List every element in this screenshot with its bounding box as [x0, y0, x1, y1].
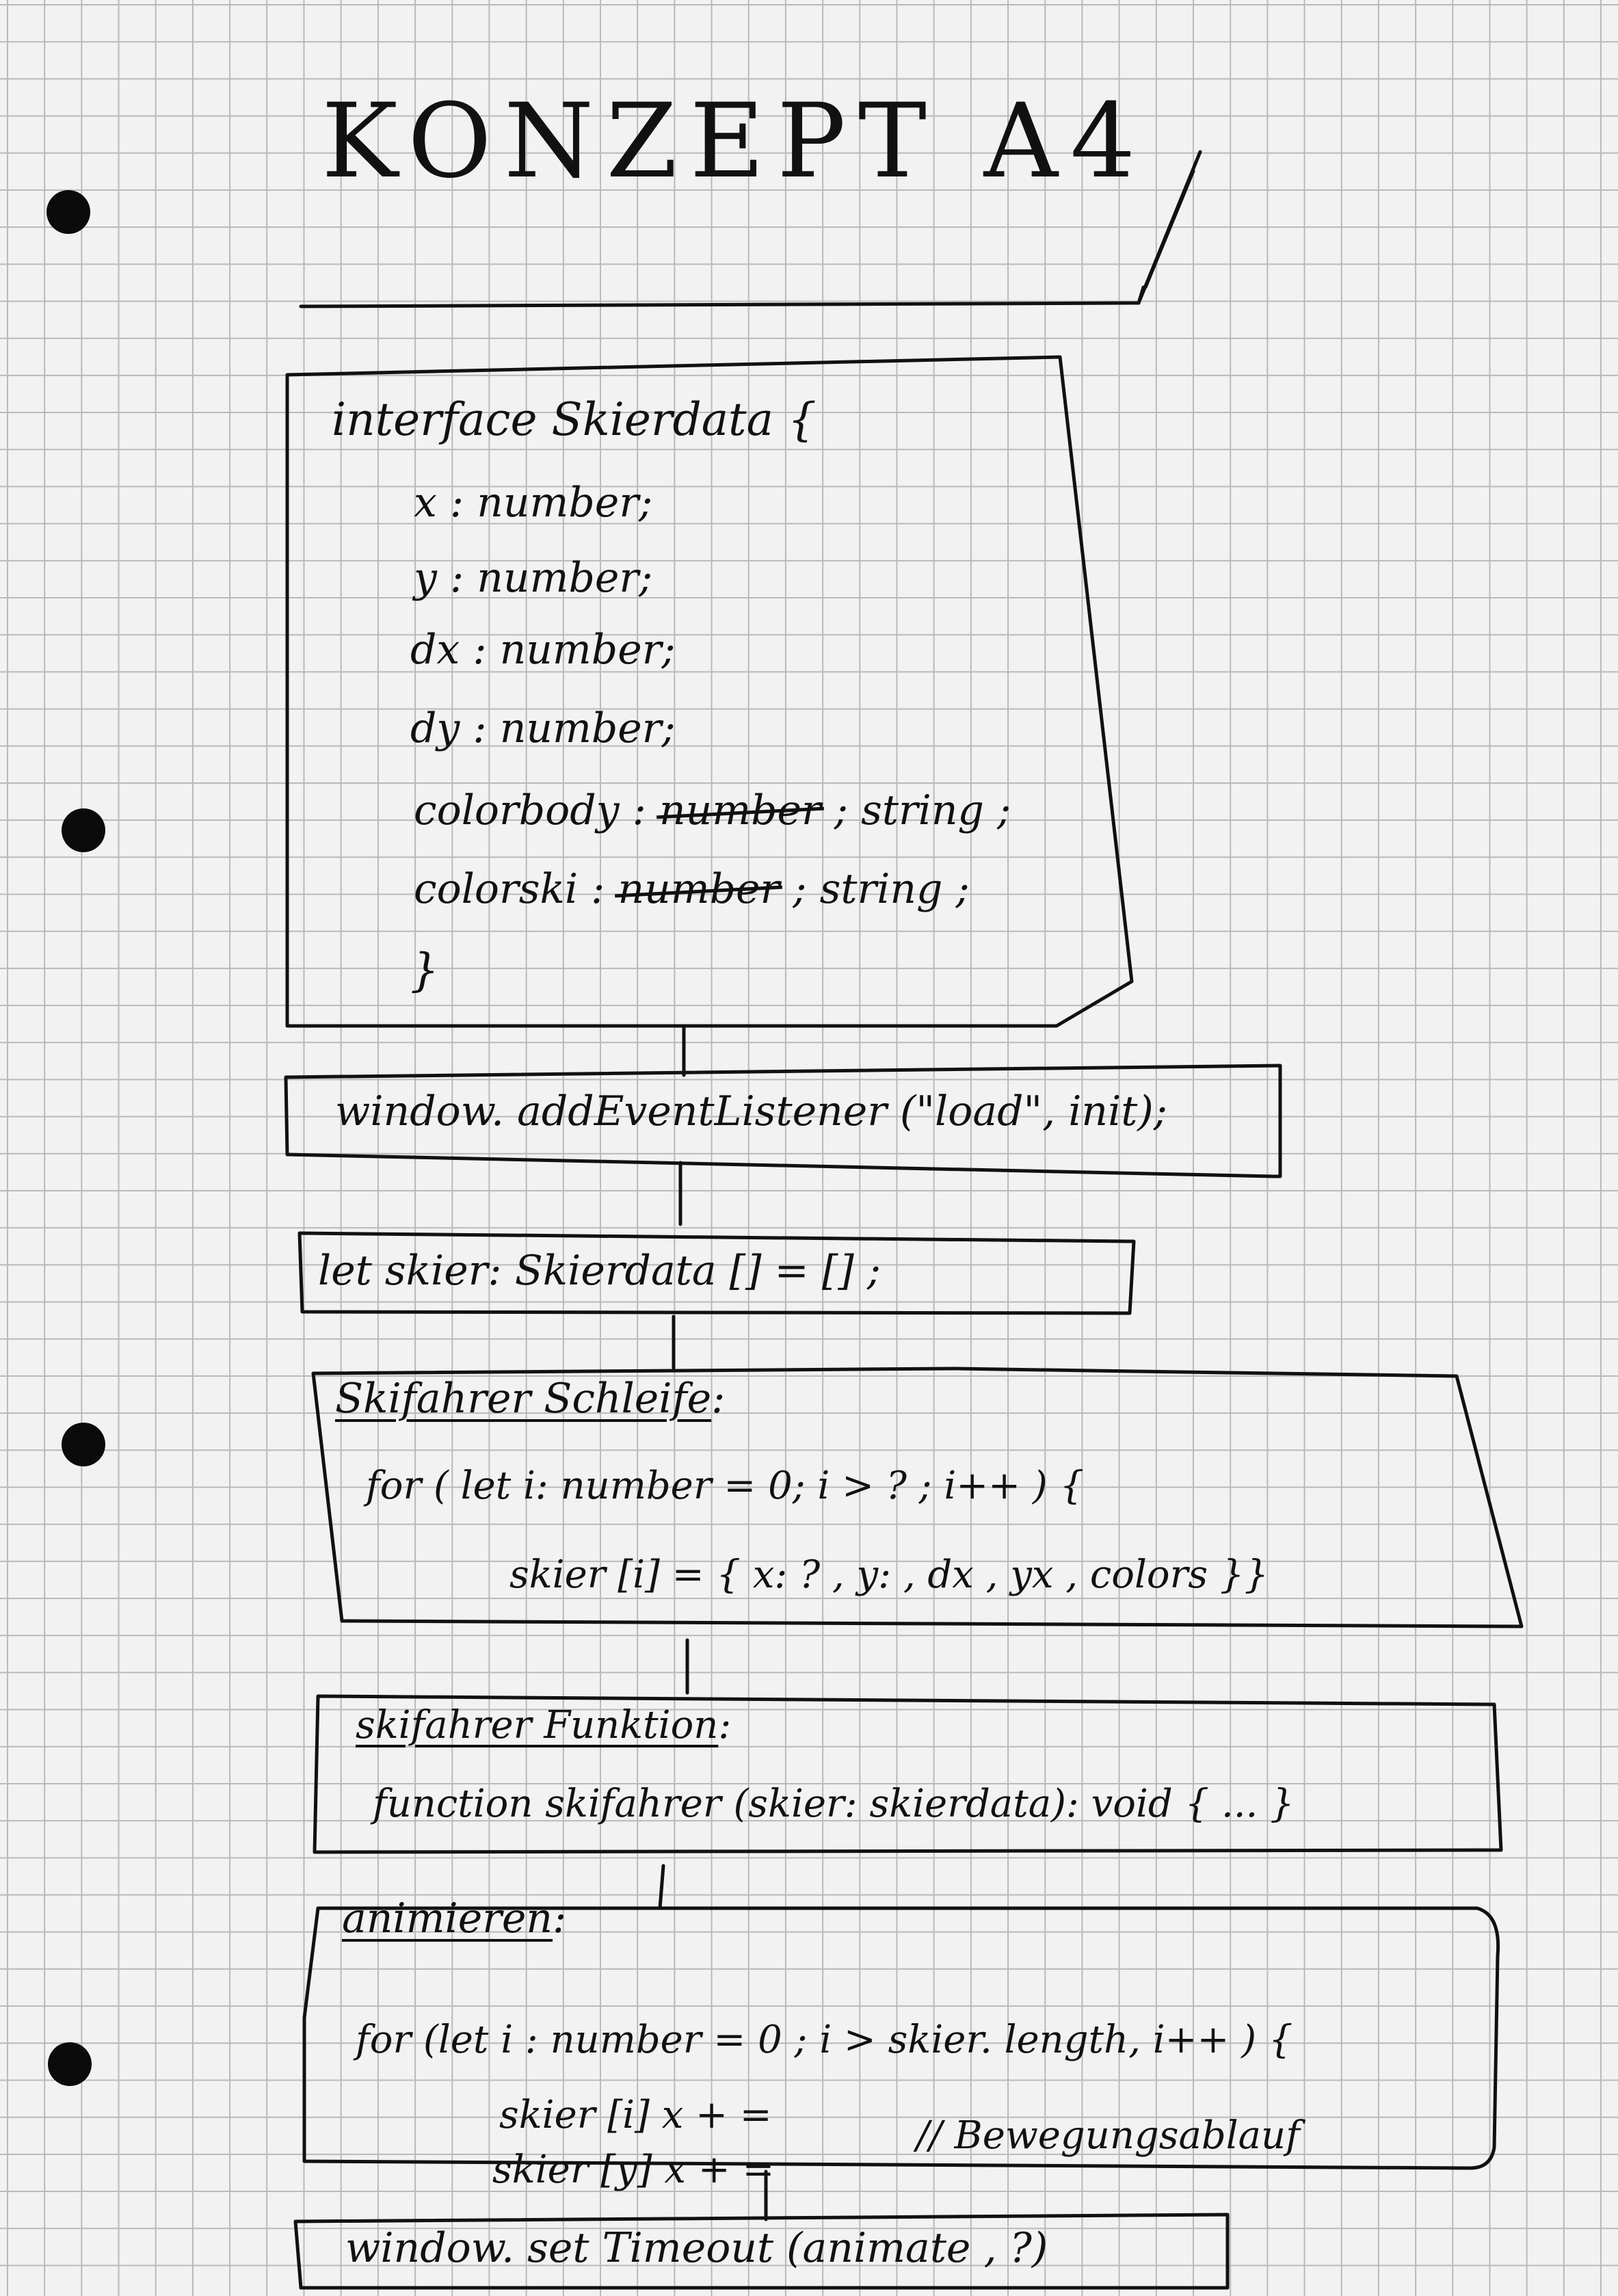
let-box — [297, 1231, 1136, 1315]
binder-hole-4 — [48, 2042, 92, 2086]
interface-close: } — [410, 944, 439, 997]
loop-heading-text: Skifahrer Schleife — [335, 1375, 712, 1423]
animate-heading-colon: : — [553, 1895, 567, 1942]
function-box — [313, 1694, 1503, 1854]
interface-field-dx: dx : number; — [410, 626, 676, 674]
loop-heading-colon: : — [711, 1375, 726, 1423]
struck-type: number — [659, 787, 821, 834]
loop-box — [311, 1367, 1524, 1628]
timeout-box — [293, 2213, 1230, 2290]
field-sep: : — [473, 626, 487, 674]
function-heading-colon: : — [718, 1703, 732, 1747]
field-name: x — [414, 479, 437, 527]
animate-comment: // Bewegungsablauf — [916, 2113, 1300, 2158]
connector-5 — [658, 1864, 665, 1910]
field-sep: : — [449, 554, 464, 602]
loop-heading: Skifahrer Schleife: — [335, 1375, 725, 1423]
function-heading: skifahrer Funktion: — [356, 1703, 731, 1747]
animate-heading: animieren: — [342, 1895, 566, 1942]
field-name: dx — [410, 626, 460, 674]
field-name: colorbody — [414, 787, 620, 834]
binder-hole-2 — [62, 808, 105, 852]
field-sep: : — [591, 865, 605, 913]
field-type: number; — [499, 626, 676, 674]
timeout-text: window. set Timeout (animate , ?) — [345, 2224, 1048, 2272]
animate-line-2: skier [i] x + = — [499, 2093, 772, 2137]
field-name: colorski — [414, 865, 579, 913]
function-heading-text: skifahrer Funktion — [356, 1703, 719, 1747]
interface-field-x: x : number; — [414, 479, 652, 527]
page-title: KONZEPT A4 — [321, 82, 1148, 201]
loop-line-2: skier [i] = { x: ? , y: , dx , yx , colo… — [509, 1553, 1269, 1597]
field-name: y — [414, 554, 437, 602]
field-sep: : — [449, 479, 464, 527]
animate-heading-text: animieren — [342, 1895, 553, 1942]
field-suffix: ; string ; — [834, 787, 1011, 834]
load-listener-text: window. addEventListener ("load", init); — [335, 1087, 1167, 1135]
field-sep: : — [632, 787, 646, 834]
animate-line-3: skier [y] x + = — [492, 2148, 775, 2192]
field-name: dy — [410, 704, 460, 752]
title-underline-shadow — [1137, 169, 1195, 305]
function-line-1: function skifahrer (skier: skierdata): v… — [373, 1782, 1295, 1826]
field-type: number; — [499, 704, 676, 752]
interface-field-colorbody: colorbody : number ; string ; — [414, 787, 1011, 834]
interface-box — [285, 355, 1134, 1028]
let-skier-text: let skier: Skierdata [] = [] ; — [318, 1247, 881, 1295]
field-sep: : — [473, 704, 487, 752]
interface-field-y: y : number; — [414, 554, 652, 602]
load-box — [284, 1064, 1282, 1178]
interface-header: interface Skierdata { — [332, 393, 817, 446]
field-suffix: ; string ; — [793, 865, 970, 913]
loop-line-1: for ( let i: number = 0; i > ? ; i++ ) { — [366, 1464, 1085, 1508]
field-type: number; — [477, 479, 653, 527]
binder-hole-1 — [47, 190, 90, 234]
field-type: number; — [477, 554, 653, 602]
animate-box — [302, 1906, 1500, 2170]
binder-hole-3 — [62, 1423, 105, 1466]
struck-type: number — [618, 865, 780, 913]
interface-field-dy: dy : number; — [410, 704, 676, 752]
interface-field-colorski: colorski : number ; string ; — [414, 865, 970, 913]
animate-line-1: for (let i : number = 0 ; i > skier. len… — [356, 2018, 1293, 2062]
